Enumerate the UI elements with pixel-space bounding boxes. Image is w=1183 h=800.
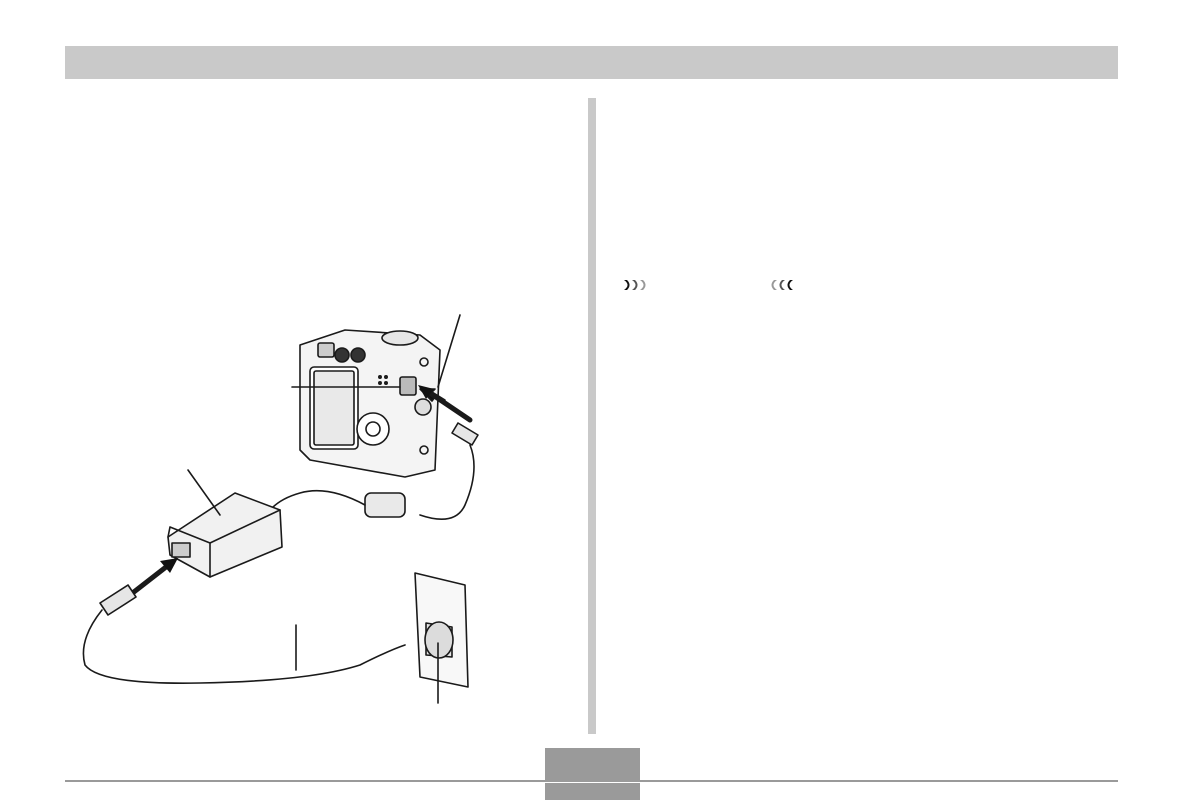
- plug-icon: [99, 584, 137, 616]
- page-number-tab: [545, 748, 640, 780]
- ac-adaptor-icon: [167, 492, 283, 578]
- camera-icon: [299, 329, 441, 478]
- power-cord-icon: [82, 609, 406, 684]
- page-number-tab-lower: [545, 783, 640, 800]
- footer-rule: [65, 780, 1118, 782]
- header-bar: [65, 46, 1118, 79]
- wall-outlet-icon: [414, 572, 469, 688]
- important-end-marker-icon: [771, 280, 793, 290]
- important-start-marker-icon: [624, 280, 646, 290]
- column-divider: [588, 98, 596, 734]
- ac-adaptor-connection-diagram: [82, 314, 479, 704]
